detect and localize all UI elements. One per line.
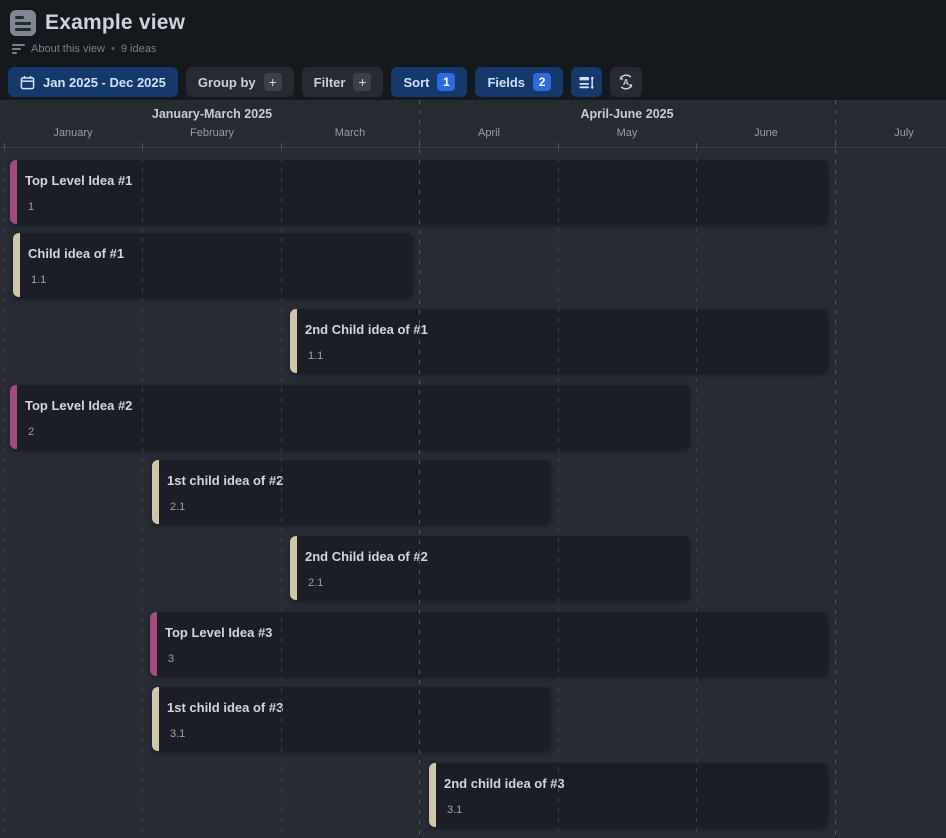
plus-icon: + [263, 73, 282, 91]
view-type-icon [10, 10, 36, 36]
auto-sort-button[interactable]: A [610, 67, 643, 97]
bar-color-strip [290, 536, 297, 600]
month-gridline [558, 148, 559, 838]
toolbar: Jan 2025 - Dec 2025 Group by + Filter + … [8, 67, 946, 97]
bar-title: Child idea of #1 [28, 246, 125, 261]
month-label: February [189, 127, 235, 139]
month-label: June [754, 127, 778, 139]
bar-code: 1.1 [31, 274, 47, 286]
bar-code: 1 [28, 201, 35, 213]
bar-title: Top Level Idea #1 [25, 173, 133, 188]
bar-title: 2nd Child idea of #1 [305, 322, 428, 337]
sort-button[interactable]: Sort 1 [391, 67, 468, 97]
quarter-gridline [419, 100, 420, 838]
month-label: July [894, 127, 914, 139]
about-this-view-link[interactable]: About this view [31, 43, 105, 55]
filter-button[interactable]: Filter + [301, 67, 384, 97]
timeline-bar[interactable]: 1st child idea of #3 3.1 [152, 687, 551, 751]
bar-color-strip [429, 763, 436, 827]
bar-code: 2.1 [308, 577, 324, 589]
svg-text:A: A [623, 77, 629, 87]
month-tick [4, 143, 5, 148]
month-gridline [696, 148, 697, 838]
month-label: April [477, 127, 500, 139]
bar-code: 3.1 [447, 804, 463, 816]
row-height-icon [579, 75, 595, 89]
page-title: Example view [45, 11, 186, 34]
quarter-label: January-March 2025 [151, 107, 273, 121]
fields-count-badge: 2 [533, 73, 552, 91]
subtitle-separator: • [110, 43, 115, 55]
calendar-icon [20, 75, 35, 89]
bar-color-strip [290, 309, 297, 373]
quarter-gridline [835, 100, 836, 838]
date-range-button[interactable]: Jan 2025 - Dec 2025 [8, 67, 178, 97]
fields-label: Fields [487, 74, 526, 90]
row-height-button[interactable] [571, 67, 603, 97]
filter-label: Filter [313, 74, 346, 90]
bar-title: Top Level Idea #2 [25, 398, 133, 413]
bar-color-strip [150, 612, 157, 676]
bar-code: 1.1 [308, 350, 324, 362]
bar-color-strip [152, 460, 159, 524]
timeline-bar[interactable]: Top Level Idea #2 2 [10, 385, 690, 449]
fields-button[interactable]: Fields 2 [475, 67, 564, 97]
bar-color-strip [152, 687, 159, 751]
month-gridline [142, 148, 143, 838]
month-tick [142, 143, 143, 148]
bar-title: 1st child idea of #2 [167, 473, 284, 488]
month-label: March [334, 127, 366, 139]
ideas-count: 9 ideas [120, 43, 157, 55]
group-by-button[interactable]: Group by + [185, 67, 294, 97]
bar-code: 2 [28, 426, 35, 438]
bar-color-strip [10, 160, 17, 224]
bar-code: 3 [168, 653, 175, 665]
view-header: Example view About this view • 9 ideas [0, 0, 946, 55]
group-by-label: Group by [197, 74, 256, 90]
sort-label: Sort [403, 74, 430, 90]
timeline-bar[interactable]: 2nd child idea of #3 3.1 [429, 763, 828, 827]
timeline-bar[interactable]: Child idea of #1 1.1 [13, 233, 413, 297]
month-tick [696, 143, 697, 148]
bar-code: 2.1 [170, 501, 186, 513]
bar-title: 2nd child idea of #3 [444, 776, 565, 791]
sort-count-badge: 1 [437, 73, 456, 91]
quarter-label: April-June 2025 [580, 107, 674, 121]
plus-icon: + [353, 73, 372, 91]
auto-sort-az-icon: A [619, 74, 633, 90]
month-tick [558, 143, 559, 148]
month-tick [281, 143, 282, 148]
month-label: January [53, 127, 93, 139]
timeline-bar[interactable]: 2nd Child idea of #2 2.1 [290, 536, 690, 600]
month-gridline [281, 148, 282, 838]
bar-title: 1st child idea of #3 [167, 700, 284, 715]
description-lines-icon [12, 44, 25, 54]
timeline-bar[interactable]: Top Level Idea #3 3 [150, 612, 828, 676]
month-gridline [4, 148, 5, 838]
timeline-bar[interactable]: 2nd Child idea of #1 1.1 [290, 309, 828, 373]
month-label: May [616, 127, 638, 139]
date-range-label: Jan 2025 - Dec 2025 [43, 74, 166, 90]
bar-title: Top Level Idea #3 [165, 625, 273, 640]
bar-color-strip [10, 385, 17, 449]
timeline-bar[interactable]: 1st child idea of #2 2.1 [152, 460, 551, 524]
bar-code: 3.1 [170, 728, 186, 740]
bar-title: 2nd Child idea of #2 [305, 549, 428, 564]
bar-color-strip [13, 233, 20, 297]
